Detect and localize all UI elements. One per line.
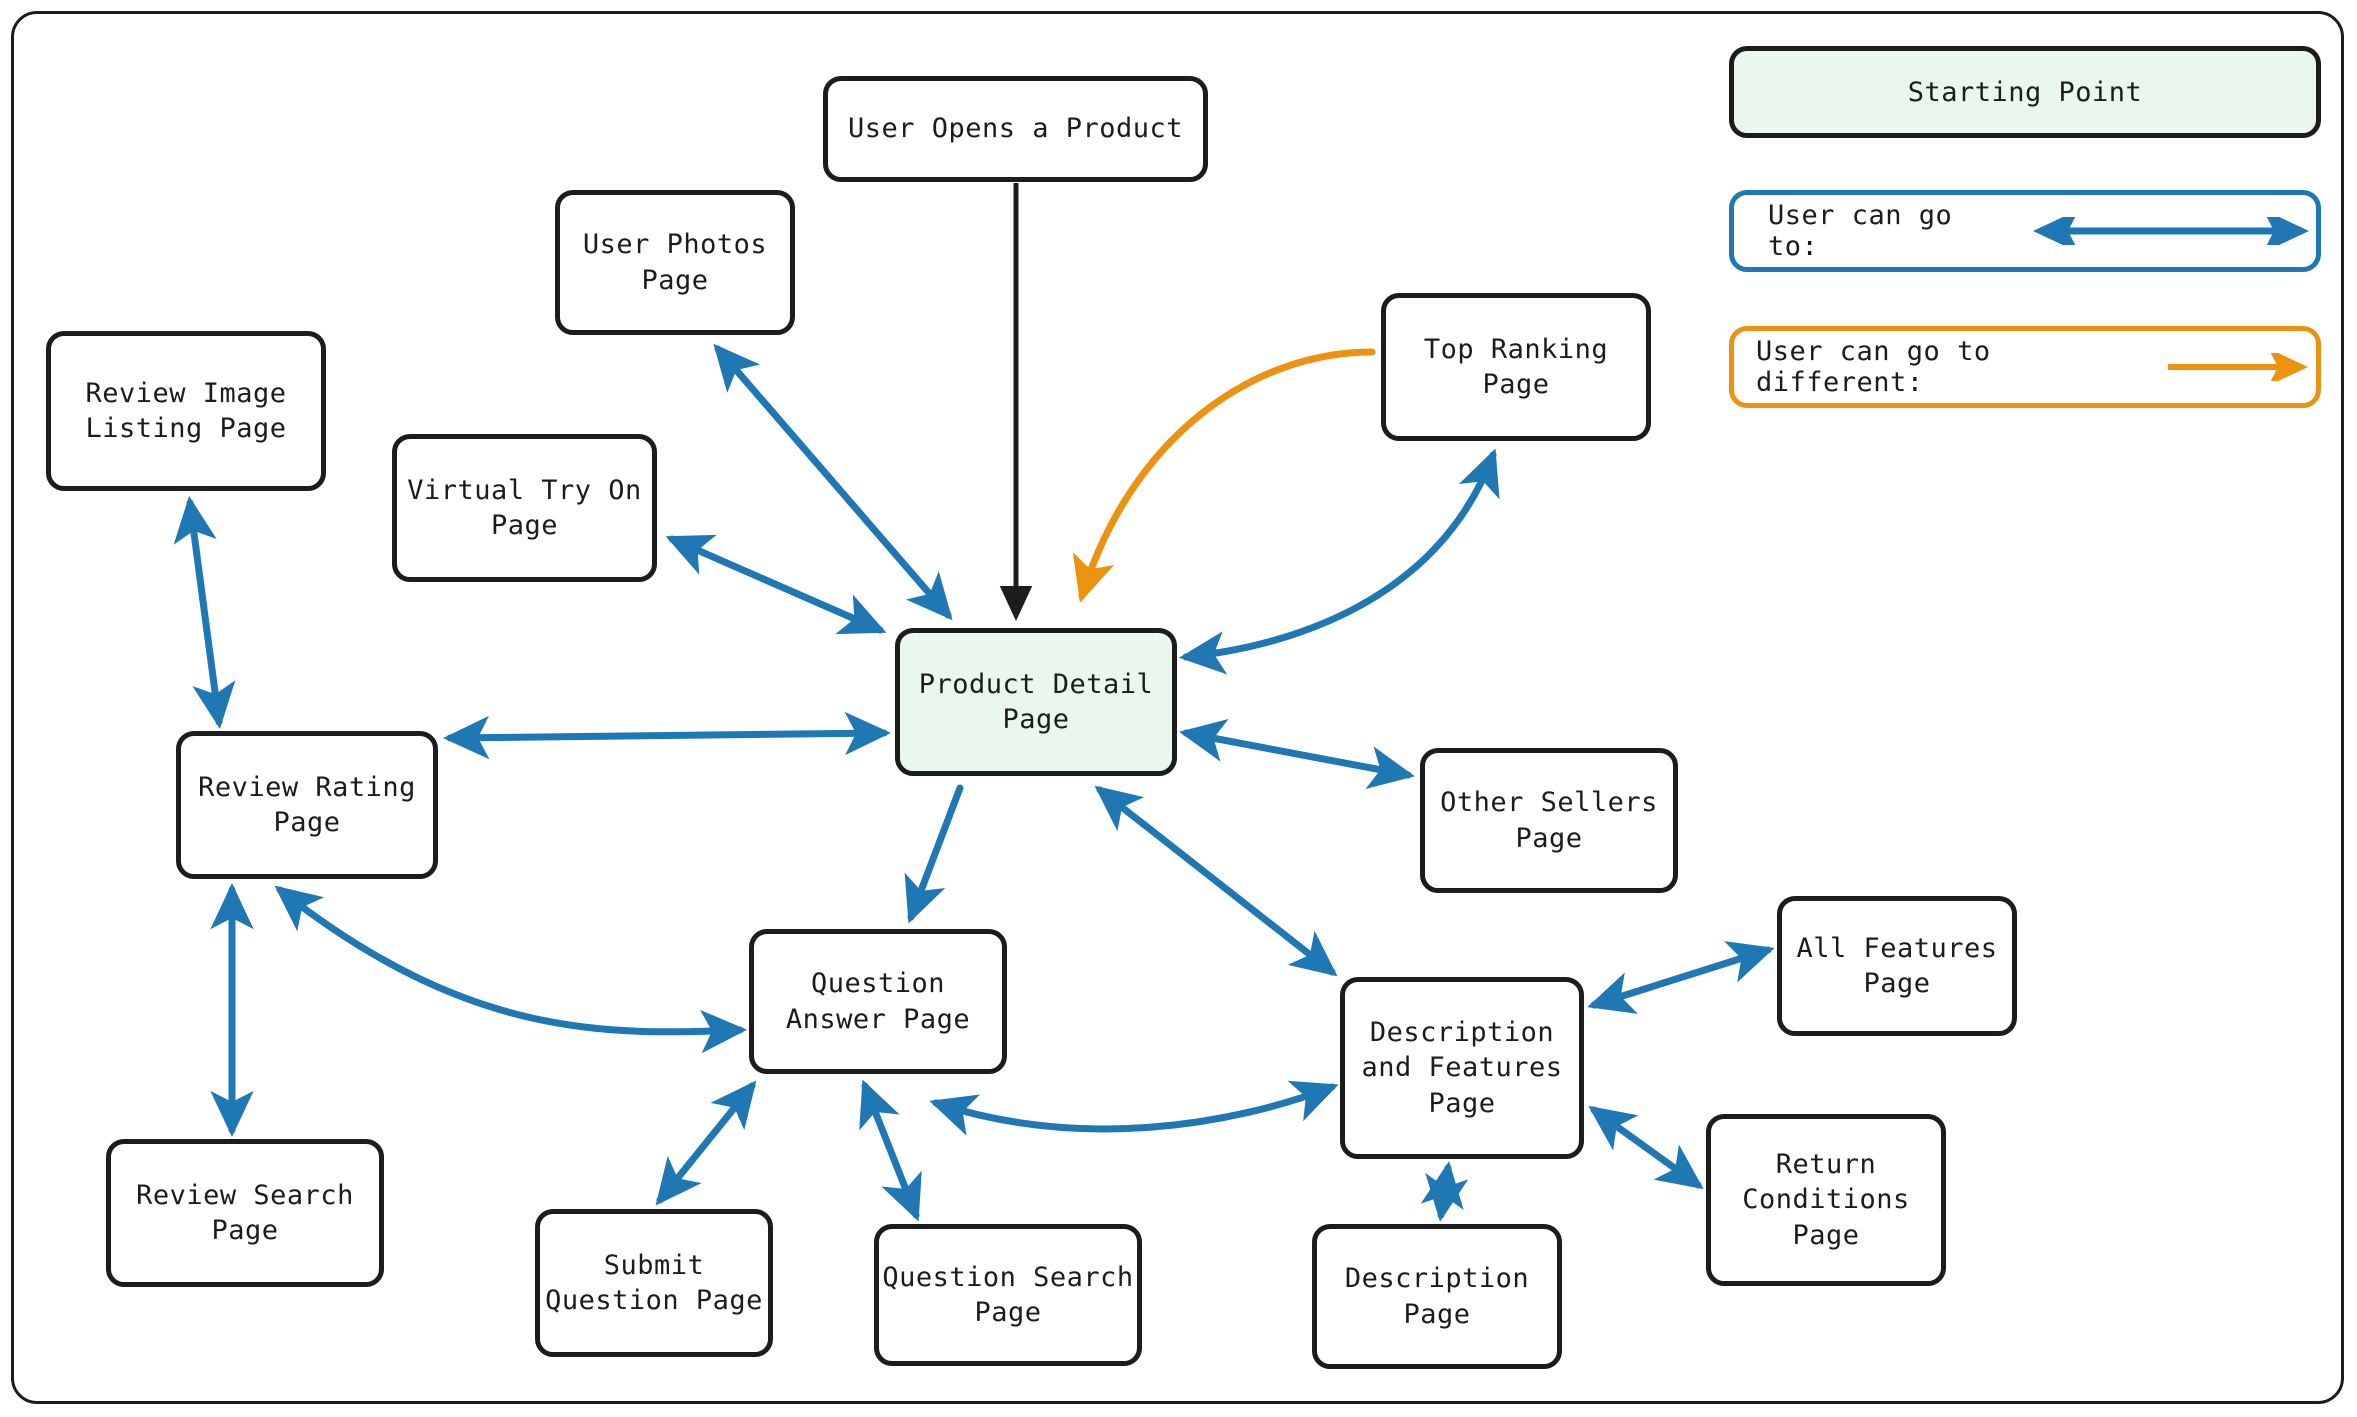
node-description-page[interactable]: Description Page [1312, 1224, 1562, 1369]
legend-same-page-label: User can go to: [1768, 200, 1953, 262]
node-top-ranking-page[interactable]: Top Ranking Page [1381, 293, 1651, 441]
node-review-search-page[interactable]: Review Search Page [106, 1139, 384, 1287]
node-other-sellers-page[interactable]: Other Sellers Page [1420, 748, 1678, 893]
legend-starting-point-label: Starting Point [1907, 76, 2143, 108]
legend-different-page: User can go to different: [1729, 326, 2321, 408]
node-all-features-page[interactable]: All Features Page [1777, 896, 2017, 1036]
node-review-rating-page[interactable]: Review Rating Page [176, 731, 438, 879]
node-user-photos-page[interactable]: User Photos Page [555, 190, 795, 335]
node-product-detail-page[interactable]: Product Detail Page [895, 628, 1177, 776]
node-description-features[interactable]: Description and Features Page [1340, 977, 1584, 1159]
node-virtual-try-on-page[interactable]: Virtual Try On Page [392, 434, 657, 582]
single-arrow-orange-icon [2164, 353, 2316, 381]
legend-different-page-label: User can go to different: [1756, 336, 1991, 398]
node-submit-question-page[interactable]: Submit Question Page [535, 1209, 773, 1357]
node-question-answer-page[interactable]: Question Answer Page [749, 929, 1007, 1074]
node-review-image-listing[interactable]: Review Image Listing Page [46, 331, 326, 491]
node-user-opens-a-product[interactable]: User Opens a Product [823, 76, 1208, 182]
legend-starting-point: Starting Point [1729, 46, 2321, 138]
node-return-conditions-page[interactable]: Return Conditions Page [1706, 1114, 1946, 1286]
node-question-search-page[interactable]: Question Search Page [874, 1224, 1142, 1366]
legend-same-page: User can go to: [1729, 190, 2321, 272]
double-arrow-blue-icon [2026, 217, 2316, 245]
